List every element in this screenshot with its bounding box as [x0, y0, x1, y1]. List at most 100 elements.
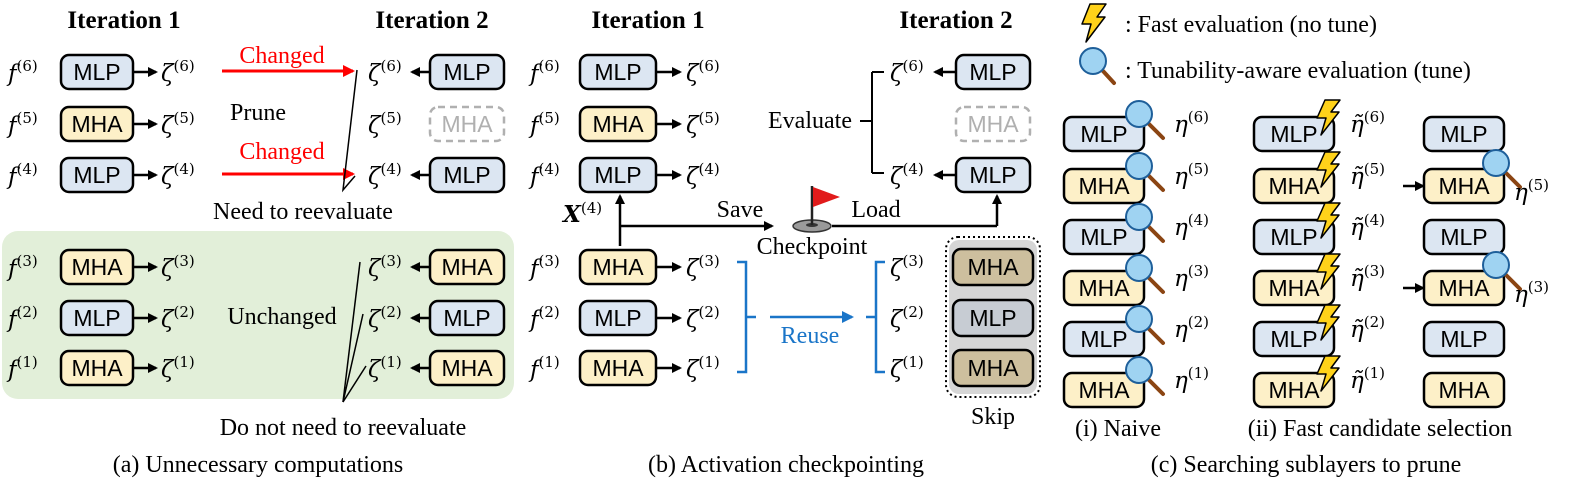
a-caption: (a) Unnecessary computations	[113, 452, 404, 478]
a-iter2-mha-box-label: MHA	[441, 254, 493, 280]
c-naive-mlp-box-label: MLP	[1080, 326, 1127, 352]
b-save-label: Save	[717, 197, 764, 223]
a-iter2-mha-box: MHA	[428, 349, 506, 387]
a-zeta-iter2: ζ(5)	[368, 109, 402, 139]
b-zeta-iter2: ζ(1)	[890, 353, 924, 383]
c-selected-mlp-box: MLP	[1422, 115, 1506, 153]
a-f-symbol: f(3)	[6, 252, 38, 282]
c-selected-mlp-box-label: MLP	[1440, 121, 1487, 147]
c-naive-mha-box: MHA	[1062, 269, 1146, 307]
b-iter1-mha-box-label: MHA	[592, 355, 644, 381]
b-iter2-pruned-mha-box: MHA	[954, 105, 1032, 143]
a-zeta-iter2: ζ(2)	[368, 303, 402, 333]
b-f-symbol: f(3)	[528, 252, 560, 282]
b-iter2-mlp-box: MLP	[954, 156, 1032, 194]
a-need-reevaluate: Need to reevaluate	[213, 199, 393, 225]
a-f-symbol: f(4)	[6, 160, 38, 190]
a-zeta-iter2: ζ(6)	[368, 57, 402, 87]
b-zeta-iter1: ζ(2)	[686, 303, 720, 333]
c-naive-eta: η(3)	[1174, 262, 1209, 292]
a-iter1-mlp-box-label: MLP	[73, 305, 120, 331]
c-fast-mha-box-label: MHA	[1268, 173, 1320, 199]
c-fast-mha-box: MHA	[1252, 269, 1336, 307]
b-iter2-mlp-box: MLP	[954, 53, 1032, 91]
c-selected-mha-box: MHA	[1422, 269, 1506, 307]
c-fast-mlp-box: MLP	[1252, 320, 1336, 358]
c-naive-mha-box: MHA	[1062, 167, 1146, 205]
a-zeta-iter1: ζ(3)	[161, 252, 195, 282]
b-checkpoint-label: Checkpoint	[757, 234, 868, 260]
c-selected-mha-box-label: MHA	[1438, 173, 1490, 199]
a-iter2-mlp-box-label: MLP	[443, 305, 490, 331]
c-fast-mlp-box-label: MLP	[1270, 224, 1317, 250]
a-zeta-iter1: ζ(6)	[161, 57, 195, 87]
legend-tune-text: : Tunability-aware evaluation (tune)	[1125, 58, 1471, 84]
b-zeta-iter1: ζ(1)	[686, 353, 720, 383]
c-selected-magnifier-icon	[1482, 251, 1522, 291]
b-zeta-iter2: ζ(4)	[890, 160, 924, 190]
b-iter1-mlp-box-label: MLP	[594, 162, 641, 188]
b-iter1-mha-box: MHA	[578, 105, 658, 143]
a-iter2-mlp-box-label: MLP	[443, 59, 490, 85]
b-zeta-iter1: ζ(4)	[686, 160, 720, 190]
b-iter1-mha-box: MHA	[578, 248, 658, 286]
c-naive-eta: η(1)	[1174, 364, 1209, 394]
c-fast-eta-tilde: η̃(1)	[1350, 364, 1385, 394]
b-evaluate-label: Evaluate	[768, 108, 852, 134]
c-selected-mlp-box: MLP	[1422, 320, 1506, 358]
b-zeta-iter2: ζ(6)	[890, 57, 924, 87]
lightning-icon	[1316, 304, 1341, 341]
c-naive-mha-box-label: MHA	[1078, 173, 1130, 199]
c-naive-magnifier-icon	[1125, 152, 1165, 192]
b-header-iter2: Iteration 2	[899, 7, 1012, 34]
a-iter1-mha-box-label: MHA	[71, 355, 123, 381]
c-fast-label: (ii) Fast candidate selection	[1248, 416, 1513, 442]
c-naive-eta: η(2)	[1174, 313, 1209, 343]
b-f-symbol: f(4)	[528, 160, 560, 190]
a-iter2-pruned-mha-box-label: MHA	[441, 111, 493, 137]
a-iter1-mha-box: MHA	[59, 105, 135, 143]
a-f-symbol: f(2)	[6, 303, 38, 333]
c-selected-eta-5: η(5)	[1514, 176, 1549, 206]
b-zeta-iter1: ζ(6)	[686, 57, 720, 87]
c-naive-magnifier-icon	[1125, 254, 1165, 294]
checkpoint-flag-icon	[792, 186, 840, 233]
c-fast-eta-tilde: η̃(2)	[1350, 313, 1385, 343]
a-changed-label-top: Changed	[239, 43, 324, 69]
a-iter2-mlp-box: MLP	[428, 53, 506, 91]
a-header-iter1: Iteration 1	[67, 7, 180, 34]
a-iter2-mha-box-label: MHA	[441, 355, 493, 381]
b-iter1-mha-box-label: MHA	[592, 111, 644, 137]
a-zeta-iter1: ζ(4)	[161, 160, 195, 190]
c-fast-mha-box: MHA	[1252, 167, 1336, 205]
b-iter2-skipped-mha-box: MHA	[951, 247, 1035, 287]
b-f-symbol: f(2)	[528, 303, 560, 333]
a-header-iter2: Iteration 2	[375, 7, 488, 34]
b-iter2-skipped-mlp-box-label: MLP	[969, 305, 1016, 331]
b-iter1-mha-box: MHA	[578, 349, 658, 387]
b-iter1-mha-box-label: MHA	[592, 254, 644, 280]
a-changed-label-bottom: Changed	[239, 139, 324, 165]
c-selected-mha-box-label: MHA	[1438, 377, 1490, 403]
c-selected-magnifier-icon	[1482, 149, 1522, 189]
a-zeta-iter2: ζ(3)	[368, 252, 402, 282]
lightning-icon	[1316, 202, 1341, 239]
a-zeta-iter1: ζ(5)	[161, 109, 195, 139]
b-x-activation: X(4)	[561, 199, 602, 228]
c-selected-mlp-box-label: MLP	[1440, 224, 1487, 250]
c-naive-mha-box-label: MHA	[1078, 377, 1130, 403]
lightning-icon	[1316, 151, 1341, 188]
b-zeta-iter2: ζ(3)	[890, 252, 924, 282]
a-iter2-mlp-box: MLP	[428, 299, 506, 337]
b-iter2-skipped-mha-box-label: MHA	[967, 355, 1019, 381]
b-iter1-mlp-box-label: MLP	[594, 305, 641, 331]
a-f-symbol: f(6)	[6, 57, 38, 87]
a-zeta-iter1: ζ(1)	[161, 353, 195, 383]
c-selected-mha-box: MHA	[1422, 371, 1506, 409]
lightning-icon	[1316, 99, 1341, 136]
c-naive-mlp-box: MLP	[1062, 115, 1146, 153]
c-fast-mlp-box-label: MLP	[1270, 121, 1317, 147]
